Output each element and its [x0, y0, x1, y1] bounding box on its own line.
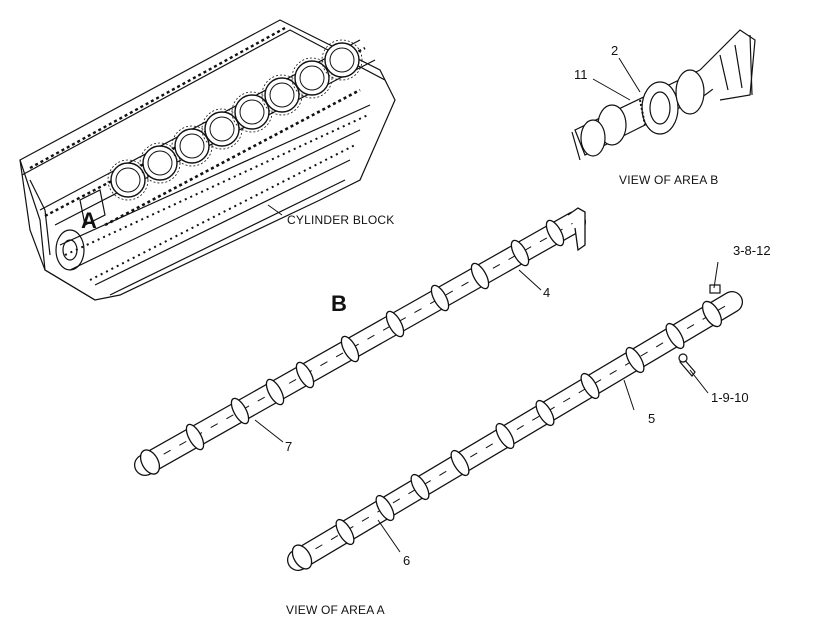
callout-3-8-12: 3-8-12 [733, 243, 771, 258]
callout-11: 11 [574, 67, 588, 82]
callout-1-9-10: 1-9-10 [711, 390, 749, 405]
callout-1-9-10-leader [689, 369, 709, 394]
callout-5-leader [623, 379, 635, 411]
callout-11-leader [592, 78, 631, 101]
cylinder-block-drawing [19, 19, 396, 301]
callout-6-leader [377, 519, 401, 553]
area-b-detail-drawing [571, 29, 756, 161]
callout-2: 2 [611, 43, 619, 58]
view-area-b-caption: VIEW OF AREA B [619, 173, 719, 187]
callout-4: 4 [543, 285, 551, 300]
callout-4-leader [518, 269, 542, 291]
area-b-marker: B [331, 291, 347, 316]
callout-3-8-12-leader [713, 261, 719, 289]
callout-6: 6 [403, 553, 411, 568]
area-a-marker: A [81, 208, 97, 233]
view-area-a-caption: VIEW OF AREA A [286, 603, 385, 617]
callout-7: 7 [285, 439, 293, 454]
cylinder-block-caption: CYLINDER BLOCK [287, 213, 395, 227]
callout-7-leader [254, 419, 284, 443]
camshaft-lower-drawing [287, 284, 743, 571]
cylinder-block-leader [267, 204, 283, 216]
callout-5: 5 [648, 411, 656, 426]
camshaft-upper-drawing [134, 207, 586, 476]
callout-2-leader [618, 57, 641, 93]
